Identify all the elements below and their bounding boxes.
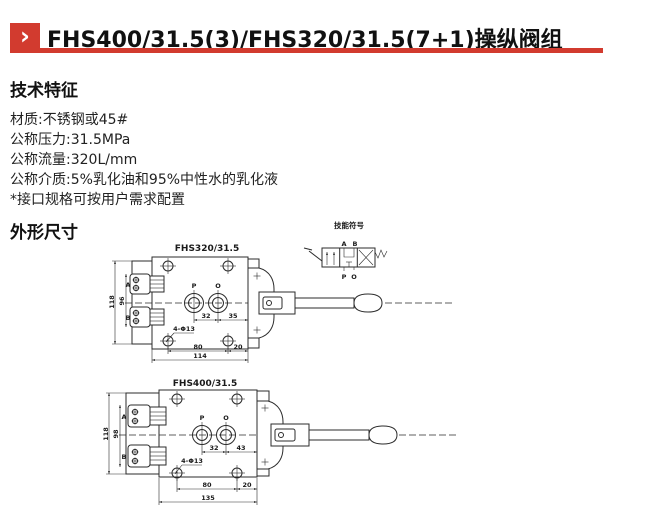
dim-port-spacing	[201, 446, 257, 455]
dim-bottom	[151, 347, 249, 363]
dim-32: 32	[209, 444, 218, 452]
dim-43: 43	[236, 444, 245, 452]
lever-rod	[308, 429, 370, 441]
drawing-fhs320: FHS320/31.5 A B	[108, 244, 455, 363]
flange-plate	[131, 260, 153, 345]
dim-96: 96	[118, 296, 126, 306]
dim-118: 118	[108, 295, 116, 309]
lever-rod	[294, 297, 355, 309]
outline-heading: 外形尺寸	[10, 223, 78, 243]
symbol-label: 技能符号	[334, 220, 364, 230]
spec-material: 材质:不锈钢或45#	[10, 112, 129, 128]
dim-bottom	[158, 478, 258, 505]
connector-b	[129, 306, 165, 328]
connector-a	[129, 273, 165, 295]
title-underline	[40, 48, 603, 53]
dim-port-spacing	[193, 314, 248, 323]
label-port-b: B	[122, 453, 127, 461]
drawing-title: FHS320/31.5	[175, 244, 239, 254]
dim-20: 20	[242, 481, 252, 489]
dim-98: 98	[112, 429, 120, 439]
drawing-title: FHS400/31.5	[173, 379, 237, 389]
spec-note: *接口规格可按用户需求配置	[10, 192, 185, 208]
spec-flow: 公称流量:320L/mm	[10, 152, 138, 168]
label-port-a: A	[125, 281, 130, 289]
bolt-holes	[160, 258, 236, 349]
chevron-glyph: ›	[20, 22, 30, 50]
label-port-b: B	[126, 314, 131, 322]
dim-35: 35	[228, 312, 238, 320]
connector-a	[127, 404, 167, 428]
dim-height-outer	[112, 260, 132, 345]
hole-note: 4-Φ13	[181, 457, 203, 465]
bolt-holes	[169, 391, 245, 481]
lever-grip	[353, 293, 383, 313]
symbol-port-o: O	[351, 273, 357, 281]
spec-pressure: 公称压力:31.5MPa	[10, 132, 131, 148]
port-p	[192, 422, 212, 446]
drawing-fhs400: FHS400/31.5 A B	[102, 379, 456, 505]
port-o	[216, 422, 236, 446]
hydraulic-symbol-diagram: 技能符号 A B P O	[303, 220, 388, 281]
dim-80: 80	[193, 343, 203, 351]
dim-20: 20	[233, 343, 243, 351]
dim-32: 32	[201, 312, 210, 320]
hole-note-leader	[165, 332, 194, 343]
tech-features-heading: 技术特征	[10, 81, 78, 101]
lever-grip	[368, 425, 398, 445]
symbol-port-b: B	[353, 240, 358, 248]
lever-symbol	[308, 250, 323, 262]
label-port-o: O	[215, 282, 221, 290]
label-port-p: P	[200, 414, 205, 422]
lever-assembly	[247, 258, 383, 349]
lever-assembly	[256, 390, 398, 477]
port-p	[184, 290, 204, 314]
spec-medium: 公称介质:5%乳化油和95%中性水的乳化液	[10, 172, 279, 188]
dim-80: 80	[202, 481, 212, 489]
connector-b	[127, 444, 167, 468]
label-port-o: O	[223, 414, 229, 422]
chevron-right-icon: ›	[10, 23, 40, 53]
dim-height-outer	[106, 392, 126, 475]
hole-note-leader	[174, 464, 202, 475]
dim-135: 135	[201, 494, 215, 502]
symbol-port-p: P	[342, 273, 347, 281]
dim-118: 118	[102, 427, 110, 441]
hole-note: 4-Φ13	[173, 325, 195, 333]
valve-symbol-body	[303, 247, 388, 271]
label-port-p: P	[192, 282, 197, 290]
symbol-port-a: A	[341, 240, 346, 248]
dim-114: 114	[193, 352, 207, 360]
spring-symbol	[374, 249, 388, 259]
label-port-a: A	[121, 413, 126, 421]
port-o	[208, 290, 228, 314]
